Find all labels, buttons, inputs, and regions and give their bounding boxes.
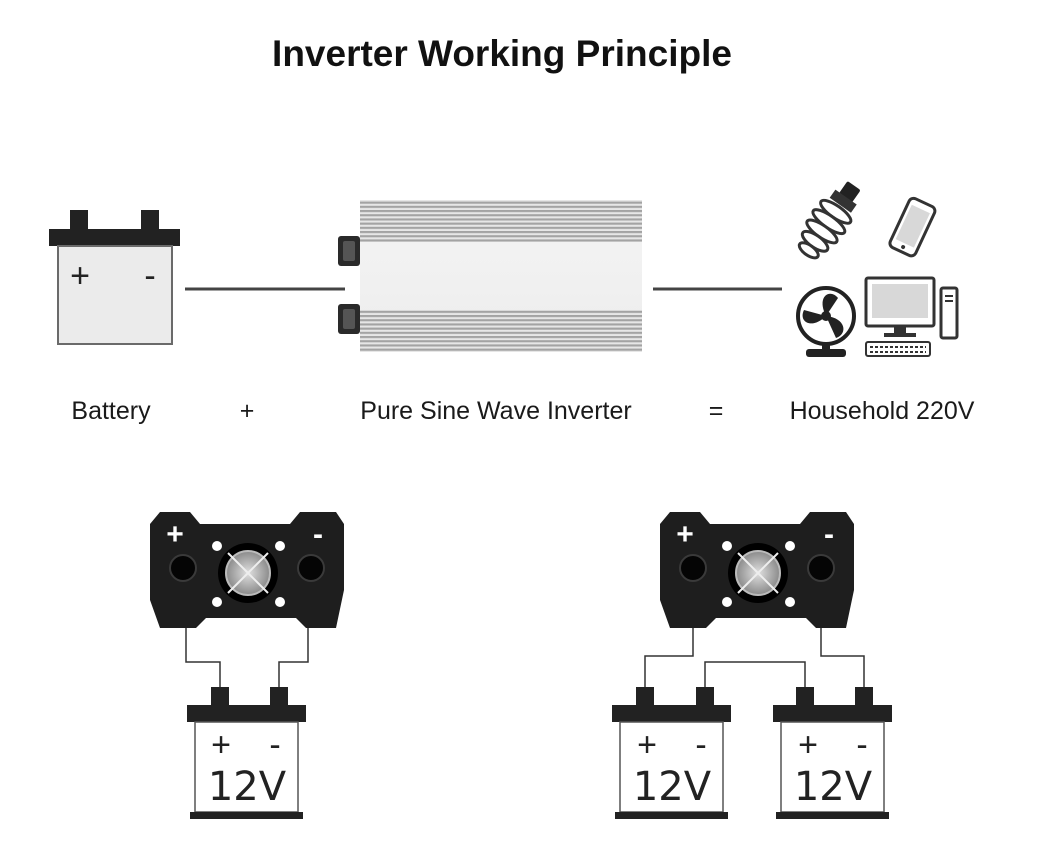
panel-negative-terminal	[807, 554, 835, 582]
panel-positive-label: +	[166, 518, 184, 551]
screw	[785, 597, 795, 607]
fan-guard	[227, 552, 269, 594]
terminal-insert	[343, 309, 355, 329]
inverter-top-fins	[360, 200, 642, 242]
caption-household: Household 220V	[790, 397, 975, 425]
battery-negative-label: -	[856, 726, 867, 764]
screw	[212, 597, 222, 607]
panel-positive-terminal	[679, 554, 707, 582]
inverter-bottom-fins	[360, 310, 642, 352]
wire-positive-right	[644, 628, 694, 688]
battery-positive-label: +	[798, 726, 818, 764]
battery-post	[211, 687, 229, 707]
battery-post	[796, 687, 814, 707]
screw	[212, 541, 222, 551]
battery-positive-label: +	[637, 726, 657, 764]
inverter-panel-right: + -	[660, 512, 854, 628]
screw	[785, 541, 795, 551]
wire-series-link	[704, 661, 806, 688]
battery-post	[855, 687, 873, 707]
caption-plus: +	[240, 397, 255, 425]
wire-negative-right	[820, 628, 865, 688]
battery-post	[696, 687, 714, 707]
battery-negative-label: -	[269, 726, 280, 764]
battery-base	[190, 812, 303, 819]
inverter-panel-left: + -	[150, 512, 344, 628]
fan-icon	[796, 286, 856, 357]
battery-positive-post	[70, 210, 88, 235]
panel-negative-terminal	[297, 554, 325, 582]
caption-equals: =	[709, 397, 724, 425]
battery-cap	[773, 705, 892, 722]
battery-icon: + -	[49, 210, 180, 345]
battery-top-cap	[49, 229, 180, 246]
battery-positive-label: +	[70, 257, 90, 295]
desktop-computer-icon	[864, 276, 959, 340]
keyboard-icon	[865, 341, 931, 357]
battery-negative-label: -	[144, 257, 155, 295]
panel-positive-terminal	[169, 554, 197, 582]
panel-negative-label: -	[824, 518, 834, 551]
battery-case	[780, 721, 885, 813]
smartphone-icon	[888, 196, 937, 258]
screw	[722, 541, 732, 551]
battery-cap	[612, 705, 731, 722]
fan-guard	[737, 552, 779, 594]
battery-negative-post	[141, 210, 159, 235]
battery-base	[776, 812, 889, 819]
wire-negative-left	[278, 628, 309, 688]
panel-negative-label: -	[313, 518, 323, 551]
battery-voltage-label: 12V	[794, 764, 873, 810]
battery-voltage-label: 12V	[208, 764, 287, 810]
screw	[722, 597, 732, 607]
caption-battery: Battery	[71, 397, 151, 425]
battery-series-1: + - 12V	[612, 687, 731, 819]
wire-positive-left	[185, 628, 221, 688]
battery-cap	[187, 705, 306, 722]
battery-series-2: + - 12V	[773, 687, 892, 819]
diagram-title: Inverter Working Principle	[272, 33, 732, 74]
battery-post	[636, 687, 654, 707]
battery-positive-label: +	[211, 726, 231, 764]
screw	[275, 541, 285, 551]
battery-base	[615, 812, 728, 819]
battery-post	[270, 687, 288, 707]
terminal-insert	[343, 241, 355, 261]
battery-voltage-label: 12V	[633, 764, 712, 810]
battery-single: + - 12V	[187, 687, 306, 819]
light-bulb-icon	[797, 181, 860, 260]
inverter-icon	[338, 200, 642, 352]
panel-positive-label: +	[676, 518, 694, 551]
battery-negative-label: -	[695, 726, 706, 764]
screw	[275, 597, 285, 607]
caption-inverter: Pure Sine Wave Inverter	[360, 397, 631, 425]
battery-case	[619, 721, 724, 813]
battery-body	[57, 245, 173, 345]
